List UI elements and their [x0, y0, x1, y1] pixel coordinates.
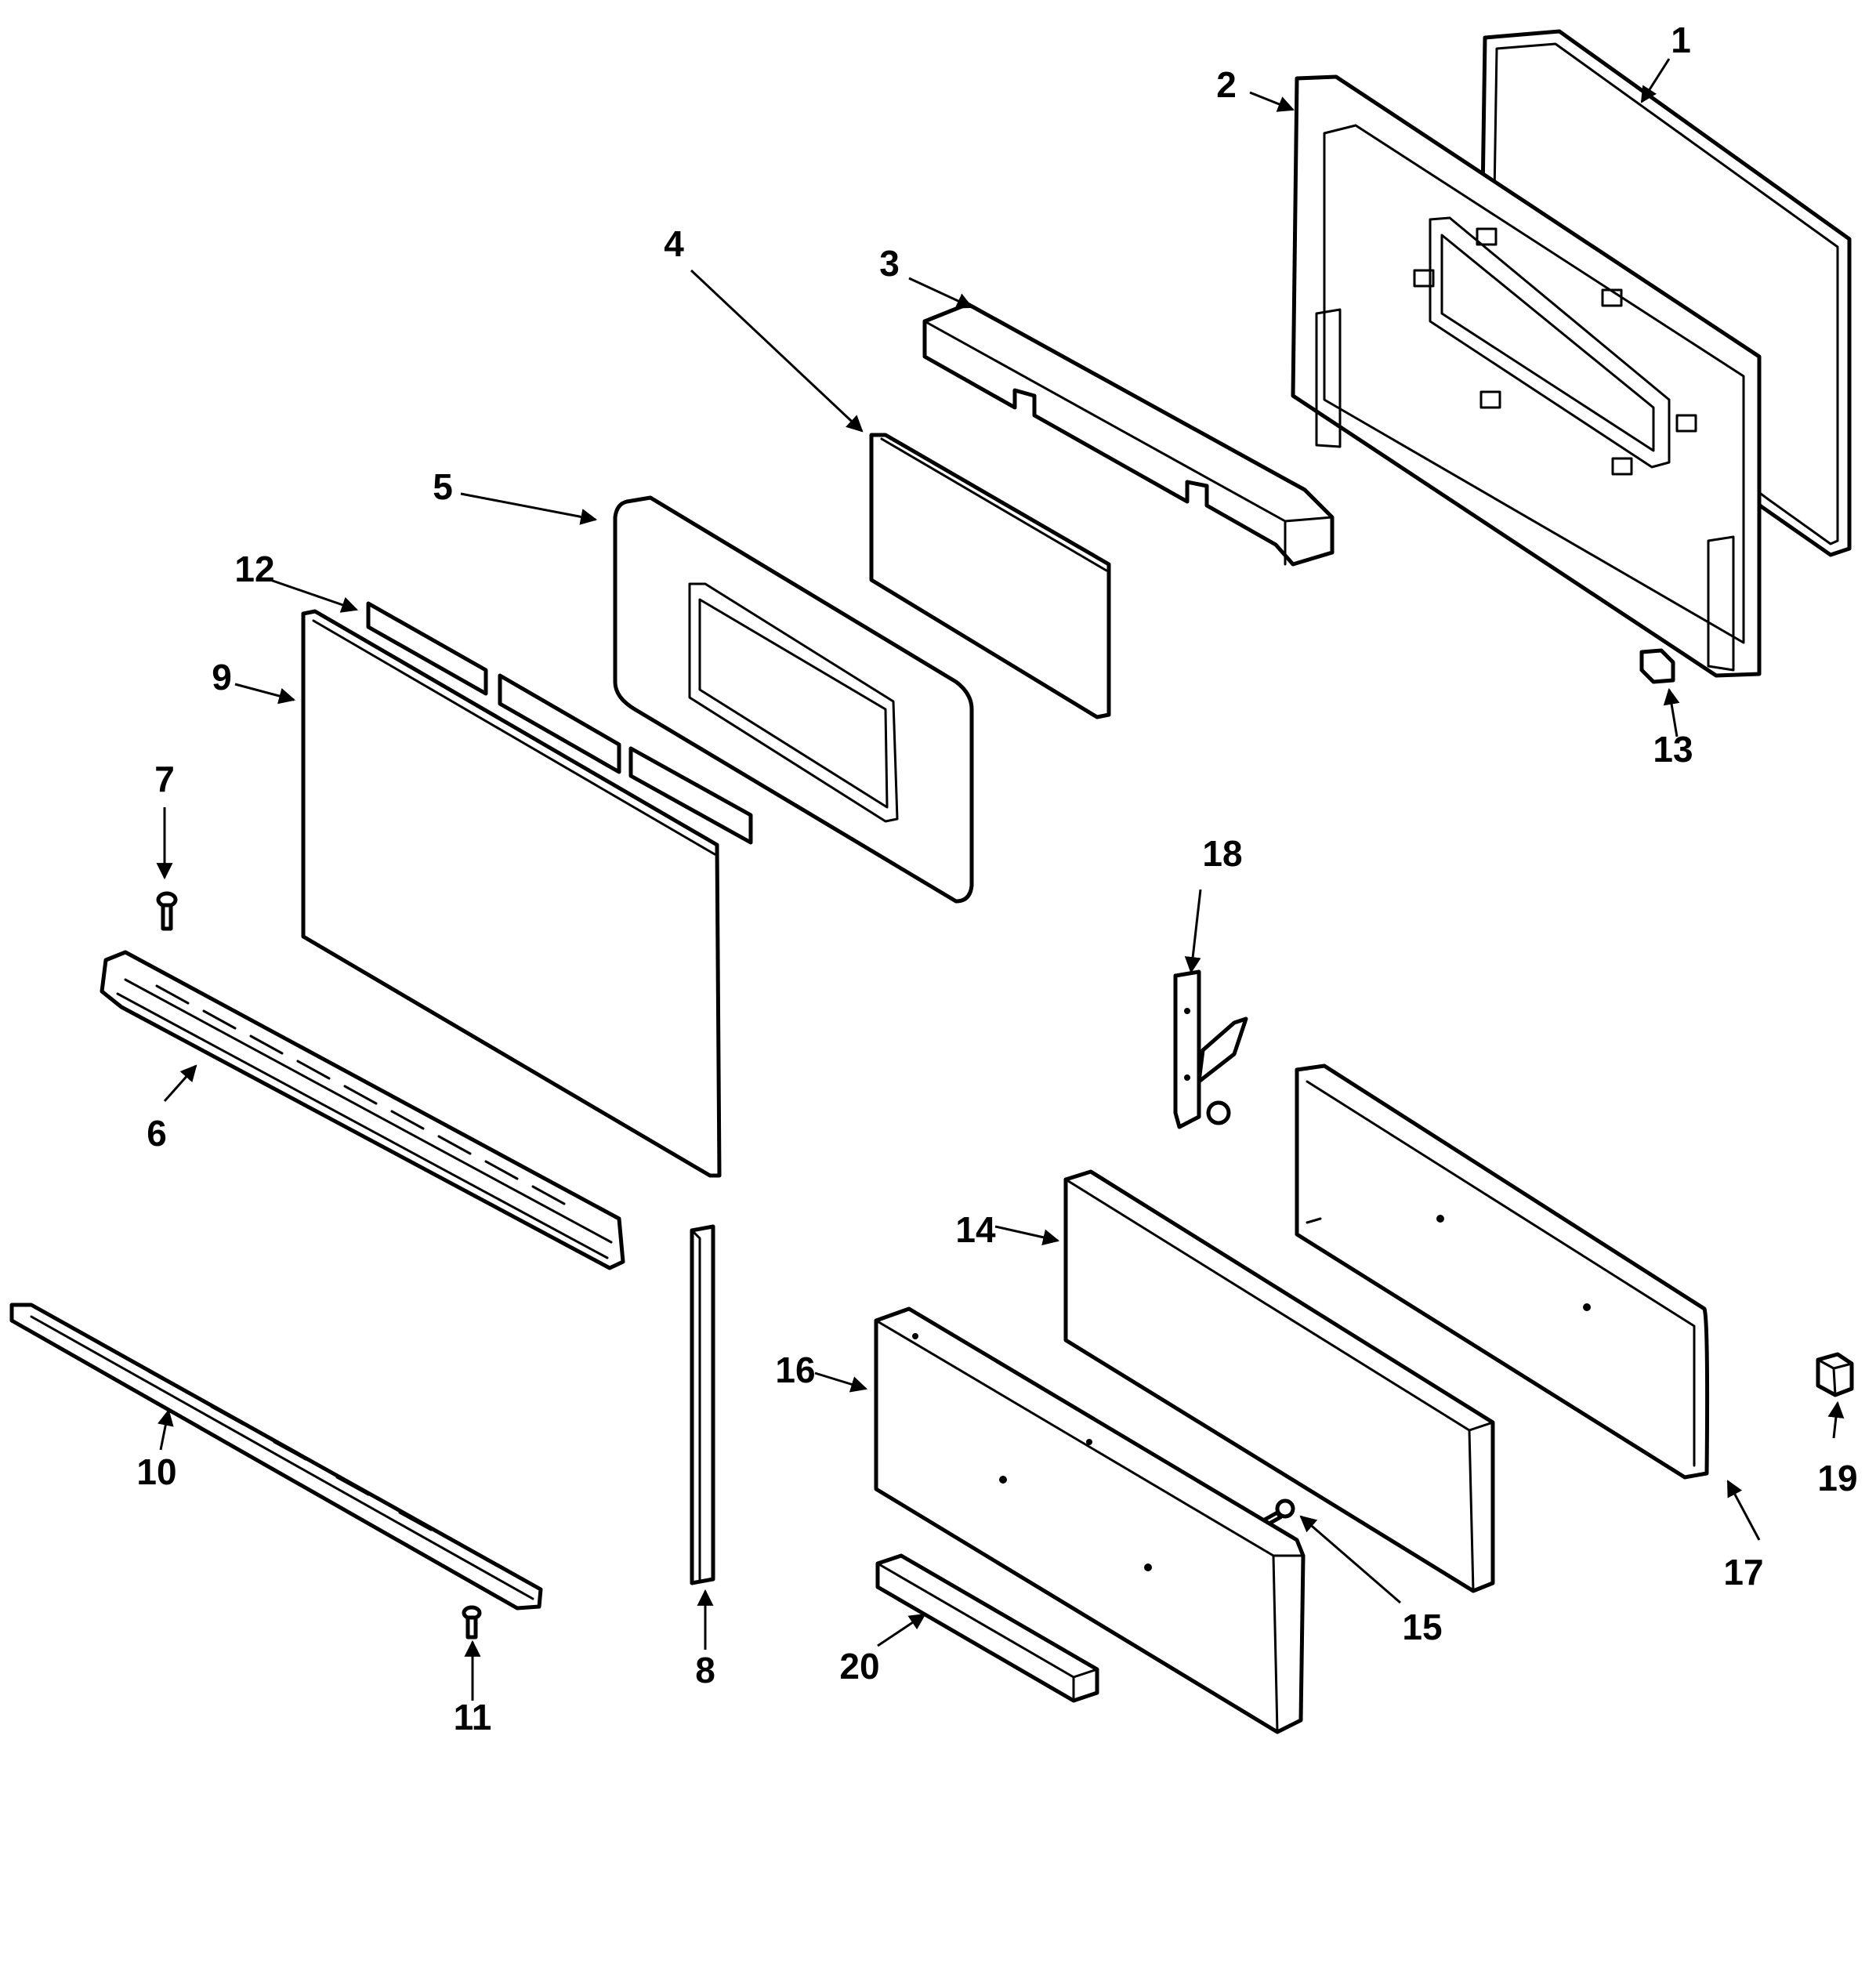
label-11: 11 [454, 1697, 492, 1737]
label-18: 18 [1202, 833, 1242, 874]
part-9-outer-glass [301, 609, 722, 1178]
label-19: 19 [1817, 1458, 1857, 1498]
label-5: 5 [433, 466, 453, 507]
label-7: 7 [154, 759, 175, 799]
part-10-lower-bracket [9, 1303, 543, 1611]
part-7-screw [156, 891, 178, 931]
part-20-bottom-trim [875, 1553, 1099, 1703]
label-15: 15 [1402, 1607, 1442, 1647]
part-11-screw [462, 1605, 482, 1640]
label-8: 8 [695, 1650, 715, 1690]
part-17-control-panel-back [1295, 1063, 1710, 1480]
label-3: 3 [879, 243, 900, 284]
callout-labels: 1 2 3 4 5 6 7 8 9 10 11 12 13 14 15 16 1… [136, 20, 1857, 1737]
part-6-handle-bracket [100, 950, 625, 1270]
label-20: 20 [839, 1646, 879, 1687]
label-10: 10 [136, 1451, 176, 1492]
label-14: 14 [955, 1209, 996, 1250]
part-4-glass-panel [869, 433, 1111, 719]
label-16: 16 [775, 1350, 815, 1390]
part-14-control-panel [1063, 1169, 1495, 1593]
part-5-door-frame [613, 495, 974, 904]
label-6: 6 [147, 1113, 167, 1154]
leader-lines [156, 58, 1845, 1701]
label-12: 12 [234, 549, 274, 589]
part-8-vertical-strip [690, 1224, 715, 1585]
part-12-trim-strips [366, 601, 753, 845]
part-16-front-panel [874, 1306, 1306, 1734]
part-18-hinge [1173, 969, 1248, 1129]
label-1: 1 [1671, 20, 1691, 60]
label-9: 9 [212, 657, 232, 698]
label-17: 17 [1723, 1552, 1763, 1592]
part-3-vent-duct [922, 302, 1335, 567]
part-13-clip [1639, 648, 1675, 684]
part-19-clip [1816, 1352, 1854, 1397]
part-2-inner-door-panel [1291, 74, 1762, 678]
label-13: 13 [1653, 729, 1693, 770]
label-4: 4 [664, 223, 684, 264]
label-2: 2 [1216, 64, 1237, 105]
